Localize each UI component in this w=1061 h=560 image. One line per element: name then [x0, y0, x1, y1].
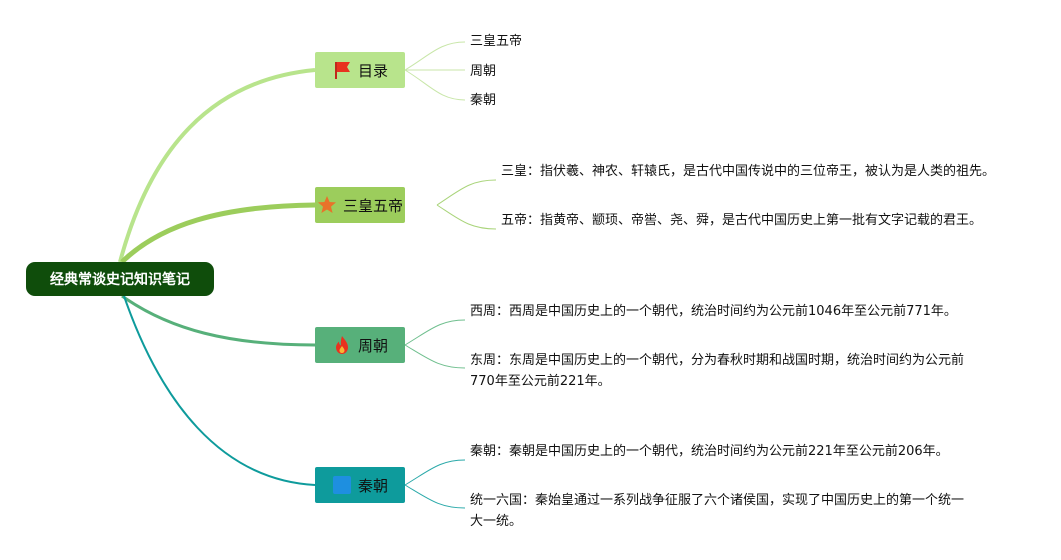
link-catalog-1: [404, 41, 466, 71]
link-root-catalog: [118, 68, 316, 263]
link-zhou-2: [404, 344, 466, 369]
branch-zhou-label: 周朝: [357, 336, 388, 355]
branch-qin-label: 秦朝: [357, 476, 388, 495]
branch-qin[interactable]: 秦朝: [315, 467, 405, 503]
red-flag-icon: [332, 60, 352, 80]
branch-sanhuang-wudi[interactable]: 三皇五帝: [315, 187, 405, 223]
leaf-wudi[interactable]: 五帝：指黄帝、颛顼、帝喾、尧、舜，是古代中国历史上第一批有文字记载的君王。: [501, 213, 983, 228]
link-qin-1: [404, 459, 466, 486]
branch-sanhuang-wudi-label: 三皇五帝: [342, 196, 403, 215]
leaf-xizhou[interactable]: 西周：西周是中国历史上的一个朝代，统治时间约为公元前1046年至公元前771年。: [470, 304, 957, 319]
link-zhou-1: [404, 319, 466, 346]
branch-zhou[interactable]: 周朝: [315, 327, 405, 363]
link-root-zhou: [121, 294, 316, 347]
blue-square-icon: [332, 475, 352, 495]
link-qin-2: [404, 484, 466, 509]
leaf-qin-dynasty[interactable]: 秦朝：秦朝是中国历史上的一个朝代，统治时间约为公元前221年至公元前206年。: [470, 444, 949, 459]
link-sanhuang-2: [436, 204, 497, 230]
branch-catalog-label: 目录: [357, 61, 388, 80]
link-sanhuang-1: [436, 179, 497, 206]
leaf-catalog-sanhuang-wudi[interactable]: 三皇五帝: [470, 34, 523, 49]
leaf-catalog-qin[interactable]: 秦朝: [470, 93, 497, 108]
link-root-qin: [123, 295, 316, 486]
leaf-sanhuang[interactable]: 三皇：指伏羲、神农、轩辕氏，是古代中国传说中的三位帝王，被认为是人类的祖先。: [501, 164, 996, 179]
branch-catalog[interactable]: 目录: [315, 52, 405, 88]
root-topic[interactable]: 经典常谈史记知识笔记: [26, 262, 214, 296]
link-root-sanhuang: [120, 202, 316, 264]
star-icon: [317, 195, 337, 215]
leaf-dongzhou[interactable]: 东周：东周是中国历史上的一个朝代，分为春秋时期和战国时期，统治时间约为公元前77…: [470, 353, 965, 389]
root-topic-label: 经典常谈史记知识笔记: [50, 272, 190, 288]
link-catalog-3: [404, 69, 466, 101]
leaf-catalog-zhou[interactable]: 周朝: [470, 64, 497, 79]
leaf-unify-six-states[interactable]: 统一六国：秦始皇通过一系列战争征服了六个诸侯国，实现了中国历史上的第一个统一大一…: [470, 493, 965, 529]
fire-icon: [332, 335, 352, 355]
